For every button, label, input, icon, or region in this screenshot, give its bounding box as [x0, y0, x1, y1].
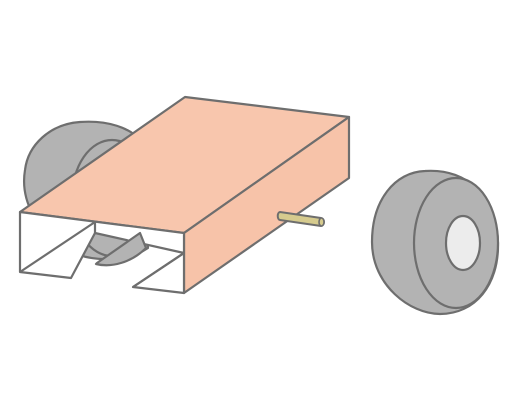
box-slot-left-edge	[19, 220, 97, 273]
axle-end	[318, 217, 325, 227]
box	[18, 95, 351, 295]
right-wheel	[370, 169, 500, 316]
box-slot-right-edge	[132, 252, 185, 288]
left-wheel-lower-visible	[94, 231, 148, 267]
right-wheel-hub	[444, 214, 482, 272]
axle	[276, 211, 325, 227]
